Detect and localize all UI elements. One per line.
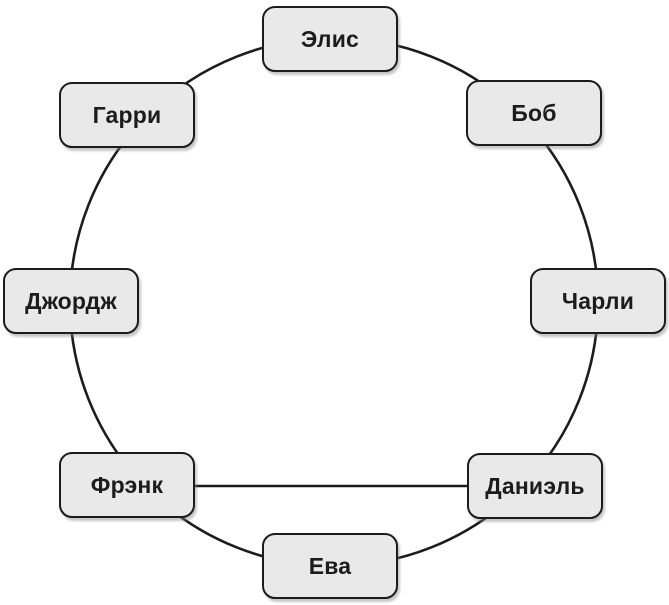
node-daniel: Даниэль (467, 453, 603, 519)
node-frank: Фрэнк (59, 452, 195, 518)
node-eva-label: Ева (308, 552, 352, 579)
node-bob-label: Боб (511, 99, 557, 126)
node-eva: Ева (262, 533, 398, 599)
node-bob: Боб (466, 80, 602, 146)
node-george-label: Джордж (25, 287, 117, 314)
node-harry: Гарри (59, 82, 195, 148)
node-daniel-label: Даниэль (485, 472, 585, 499)
node-charlie: Чарли (530, 268, 666, 334)
node-alice: Элис (262, 6, 398, 72)
node-charlie-label: Чарли (561, 287, 635, 314)
node-george: Джордж (3, 268, 139, 334)
node-alice-label: Элис (300, 25, 360, 52)
node-frank-label: Фрэнк (90, 471, 164, 498)
node-harry-label: Гарри (92, 101, 162, 128)
